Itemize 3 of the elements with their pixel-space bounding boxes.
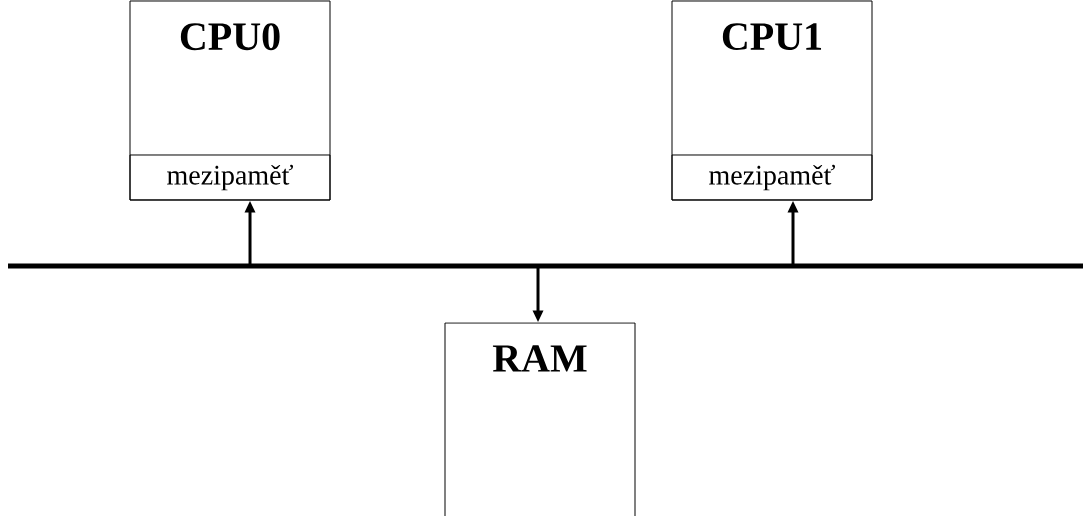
cache-box: mezipaměť [129, 154, 331, 201]
cache-box: mezipaměť [671, 154, 873, 201]
box: RAM [444, 322, 636, 516]
